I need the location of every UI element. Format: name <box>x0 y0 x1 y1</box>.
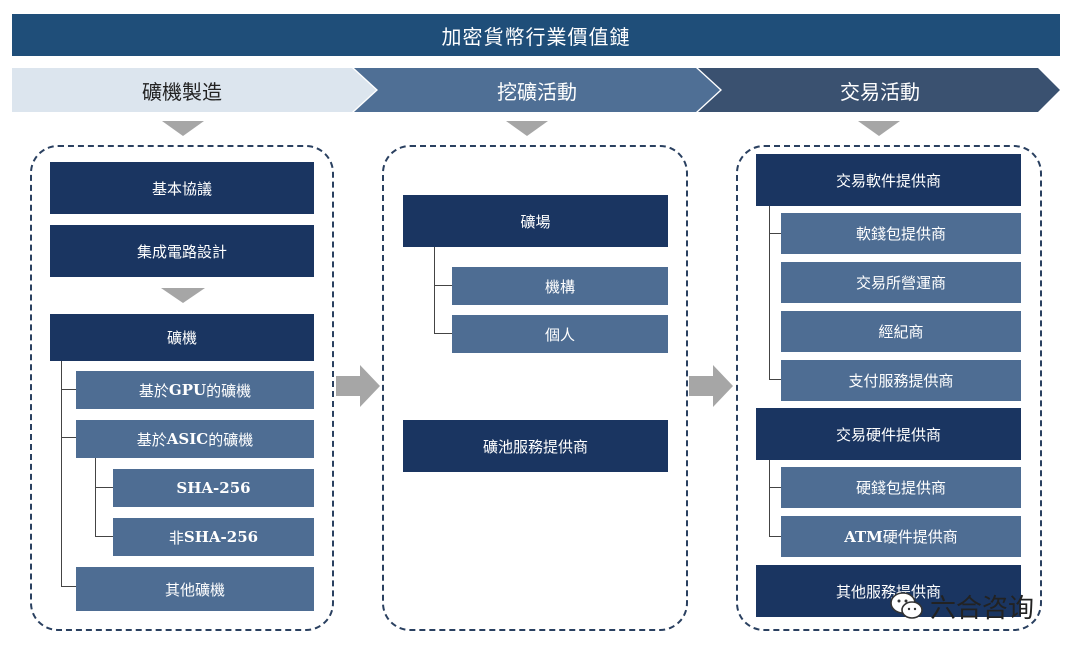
stage-3-chevron <box>698 68 1060 112</box>
gpu-prefix: 基於 <box>138 381 169 400</box>
right-arrow-icon <box>336 365 380 407</box>
stage-1-chevron <box>12 68 376 112</box>
miner-box: 礦機 <box>50 314 314 361</box>
down-arrow-icon <box>506 121 548 136</box>
stage-label-manufacturing: 礦機製造 <box>142 79 222 104</box>
individual-box: 個人 <box>452 315 668 353</box>
non-prefix: 非 <box>168 528 184 547</box>
sha256-box: SHA-256 <box>113 469 314 507</box>
stage-label-mining: 挖礦活動 <box>497 79 577 104</box>
mining-farm-box: 礦場 <box>403 195 668 247</box>
watermark: 六合咨询 <box>890 586 1034 626</box>
wechat-icon <box>890 592 923 619</box>
right-arrow-icon <box>689 365 733 407</box>
institution-box: 機構 <box>452 267 668 305</box>
payment-provider-box: 支付服務提供商 <box>781 360 1021 401</box>
mining-group <box>382 145 688 631</box>
down-arrow-icon <box>161 288 205 303</box>
atm-suffix: 硬件提供商 <box>882 528 958 546</box>
hardware-wallet-box: 硬錢包提供商 <box>781 467 1021 508</box>
connector-line <box>95 458 113 537</box>
down-arrow-icon <box>858 121 900 136</box>
non-sha256-bold: SHA-256 <box>183 528 259 546</box>
atm-bold: ATM <box>844 527 883 546</box>
connector-line <box>769 460 781 537</box>
other-service-box: 其他服務提供商 <box>756 565 1021 617</box>
exchange-operator-box: 交易所營運商 <box>781 262 1021 303</box>
protocol-box: 基本協議 <box>50 162 314 214</box>
broker-box: 經紀商 <box>781 311 1021 352</box>
software-provider-box: 交易軟件提供商 <box>756 154 1021 206</box>
sha256-label: SHA-256 <box>176 479 251 497</box>
connector-line <box>61 361 76 587</box>
manufacturing-group <box>30 145 334 631</box>
down-arrow-icon <box>162 121 204 136</box>
stage-label-trading: 交易活動 <box>840 79 920 104</box>
gpu-bold: GPU <box>168 381 207 399</box>
software-wallet-box: 軟錢包提供商 <box>781 213 1021 254</box>
gpu-suffix: 的礦機 <box>206 381 252 400</box>
trading-group <box>736 145 1042 631</box>
hardware-provider-box: 交易硬件提供商 <box>756 408 1021 460</box>
other-miner-box: 其他礦機 <box>76 567 314 611</box>
connector-line <box>769 206 781 380</box>
connector-line <box>434 247 452 334</box>
pool-provider-box: 礦池服務提供商 <box>403 420 668 472</box>
asic-suffix: 的礦機 <box>208 430 254 449</box>
asic-bold: ASIC <box>166 430 209 448</box>
stage-2-chevron <box>354 68 720 112</box>
ic-design-box: 集成電路設計 <box>50 225 314 277</box>
page-title: 加密貨幣行業價值鏈 <box>12 14 1060 56</box>
watermark-text: 六合咨询 <box>930 593 1035 624</box>
asic-prefix: 基於 <box>136 430 167 449</box>
